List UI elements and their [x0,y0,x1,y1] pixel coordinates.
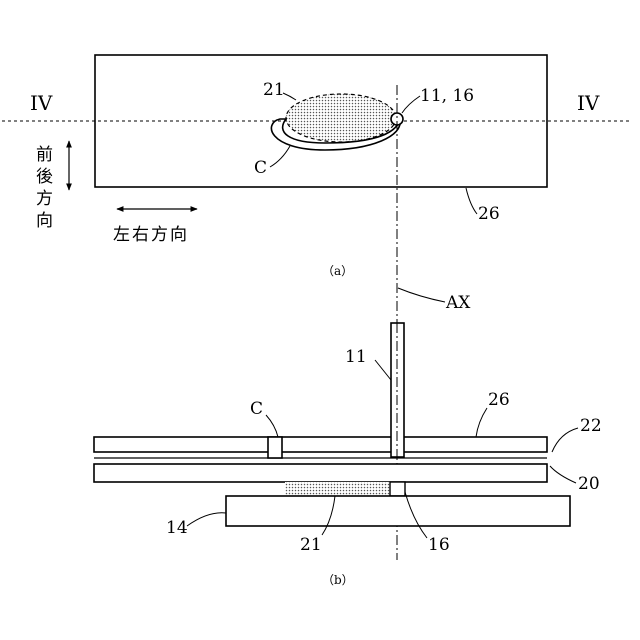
leader-c-b [266,415,278,437]
leader-11-16-a [402,96,420,113]
label-14-b: 14 [166,518,188,538]
base-plate-14 [226,496,570,526]
label-11-b: 11 [345,347,367,367]
groove-c-notch [268,437,282,458]
region-21-section [285,482,390,496]
layer-22 [94,437,547,452]
label-22-b: 22 [580,416,602,436]
label-ax: AX [445,293,471,313]
figure-b-cross-section: AX 11 C 26 22 20 14 21 16 [94,288,602,587]
left-right-direction-label: 左右方向 [113,225,189,245]
leader-21-a [283,93,296,100]
label-20-b: 20 [578,474,600,494]
leader-ax [398,288,445,302]
label-26-b: 26 [488,390,510,410]
region-21-ellipse [286,94,396,142]
label-21-a: 21 [263,80,285,100]
layer-20 [94,464,547,482]
section-label-left: IV [30,91,53,115]
leader-11-b [375,360,391,380]
front-back-char: 後 [36,167,53,187]
label-c-b: C [250,399,263,419]
leader-22-b [552,428,578,452]
caption-b: （b） [322,573,354,587]
label-21-b: 21 [300,535,322,555]
leader-26-b [476,408,487,437]
caption-a: （a） [322,264,353,278]
label-11-16-a: 11, 16 [420,86,474,106]
label-26-a: 26 [478,204,500,224]
label-16-b: 16 [428,535,450,555]
section-label-right: IV [577,91,600,115]
leader-26-a [466,188,477,214]
front-back-char: 前 [36,145,53,165]
leader-c-a [270,146,290,167]
front-back-char: 向 [36,211,53,231]
front-back-direction-label: 前 後 方 向 [36,145,53,231]
leader-14-b [187,513,226,526]
label-c-a: C [254,158,267,178]
leader-20-b [550,466,576,483]
front-back-char: 方 [36,189,53,209]
pin-16 [390,482,405,496]
